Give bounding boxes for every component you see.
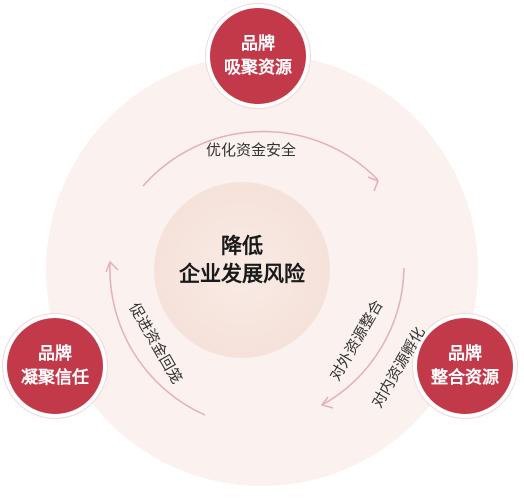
arc-label-top: 优化资金安全 [206, 141, 297, 159]
node-top-line-1: 品牌 [241, 34, 275, 54]
arrow-head-right [320, 396, 334, 409]
node-left-line-2: 凝聚信任 [21, 368, 89, 388]
node-right: 品牌 整合资源 [413, 314, 517, 418]
node-left: 品牌 凝聚信任 [3, 314, 107, 418]
arrow-head-top [367, 176, 379, 192]
inner-circle [154, 182, 330, 358]
node-left-line-1: 品牌 [38, 344, 72, 364]
node-top-line-2: 吸聚资源 [224, 58, 292, 78]
arc-right [321, 267, 405, 406]
node-top: 品牌 吸聚资源 [206, 4, 310, 108]
center-line-1: 降低 [221, 234, 263, 258]
arc-top [142, 130, 379, 187]
arc-left [109, 261, 206, 416]
node-right-line-2: 整合资源 [431, 368, 499, 388]
node-right-line-1: 品牌 [448, 344, 482, 364]
center-line-2: 企业发展风险 [179, 262, 305, 286]
arrow-head-left [105, 260, 119, 273]
center-text: 降低 企业发展风险 [162, 232, 322, 288]
